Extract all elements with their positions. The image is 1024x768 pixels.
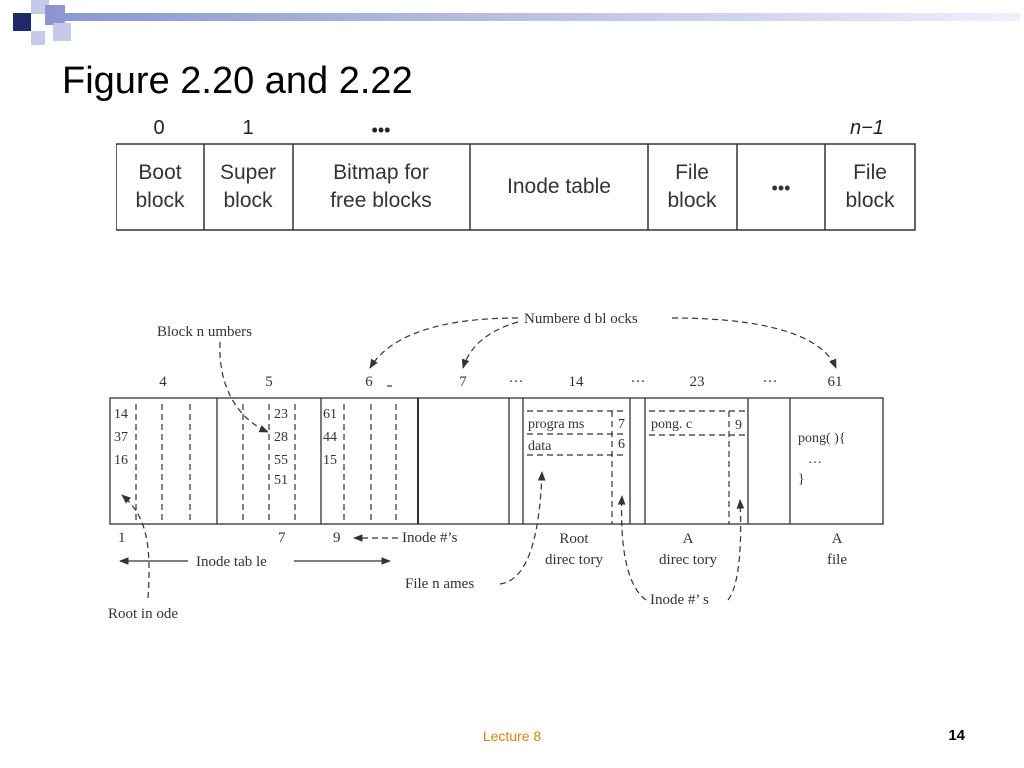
caption-a-dir-line1: A [683, 531, 694, 547]
root-dir-entry-inode: 7 [618, 417, 625, 432]
slide-title: Figure 2.20 and 2.22 [62, 60, 413, 102]
inode-value: 61 [323, 407, 337, 422]
arrow-numbered-to-6 [369, 317, 519, 369]
top-ellipsis: … [509, 370, 524, 386]
inode-value: 23 [274, 407, 288, 422]
index-n-minus-1: n−1 [850, 117, 884, 139]
cell-bitmap-line2: free blocks [330, 189, 432, 212]
top-ellipsis: … [631, 370, 646, 386]
cell-file-block-1-line2: block [667, 189, 717, 212]
root-dir-entry-name: data [528, 439, 552, 454]
top-number-14: 14 [569, 374, 585, 390]
cell-file-block-2-line1: File [853, 161, 887, 184]
inode-value: 51 [274, 473, 288, 488]
index-dots: ••• [372, 120, 391, 140]
caption-a-file-line2: file [827, 552, 847, 568]
root-inode-label: Root in ode [108, 606, 178, 622]
inode-value: 55 [274, 453, 288, 468]
arrow-file-names [499, 471, 546, 585]
bottom-number-1: 1 [118, 530, 126, 546]
numbered-blocks-label: Numbere d bl ocks [524, 311, 638, 327]
inode-value: 28 [274, 430, 288, 445]
file-names-label: File n ames [405, 576, 474, 592]
cell-file-block-2-line2: block [845, 189, 895, 212]
cell-file-block-1-line1: File [675, 161, 709, 184]
top-number-4: 4 [159, 374, 167, 390]
decor-square-light-2 [31, 31, 45, 45]
arrow-numbered-to-7 [461, 321, 519, 369]
caption-a-file-line1: A [832, 531, 843, 547]
caption-root-line1: Root [559, 531, 589, 547]
disk-layout-outline [116, 143, 916, 231]
inode-hash-label-2: Inode #’ s [650, 592, 709, 608]
top-number-7: 7 [459, 374, 467, 390]
arrow-numbered-to-61 [671, 317, 837, 369]
page-number: 14 [948, 727, 965, 744]
inode-value: 44 [323, 430, 337, 445]
decor-square-light-3 [53, 23, 71, 41]
a-dir-entry-inode: 9 [735, 418, 742, 433]
index-1: 1 [242, 117, 253, 139]
top-ellipsis: … [763, 370, 778, 386]
file-content-line: … [808, 452, 822, 467]
arrow-inode-hash-to-9 [727, 499, 745, 601]
cell-inode-table: Inode table [507, 175, 611, 198]
a-dir-entry-name: pong. c [651, 417, 692, 432]
arrow-block-numbers [219, 341, 269, 433]
arrow-root-inode [121, 494, 150, 599]
disk-block-strip [109, 397, 884, 525]
file-content-line: pong( ){ [798, 431, 846, 446]
cell-super-line2: block [223, 189, 273, 212]
top-number-5: 5 [265, 374, 273, 390]
disk-layout-figure: 0 1 ••• n−1 Boot block Super block Bitma… [116, 117, 916, 231]
inode-table-label: Inode tab le [196, 554, 267, 570]
bottom-number-7: 7 [278, 530, 286, 546]
cell-dots: ••• [772, 178, 791, 198]
root-dir-entry-inode: 6 [618, 437, 625, 452]
index-0: 0 [153, 117, 164, 139]
top-number-6: 6 [365, 374, 373, 390]
cell-super-line1: Super [220, 161, 276, 184]
footer-lecture-label: Lecture 8 [482, 728, 542, 744]
caption-a-dir-line2: direc tory [659, 552, 717, 568]
cell-boot-line2: block [135, 189, 185, 212]
top-number-23: 23 [690, 374, 705, 390]
inode-value: 37 [114, 430, 128, 445]
top-number-61: 61 [828, 374, 843, 390]
root-dir-entry-name: progra ms [528, 417, 584, 432]
inode-hash-label: Inode #’s [402, 530, 458, 546]
arrow-inode-hash-to-7 [617, 495, 647, 601]
cell-boot-line1: Boot [138, 161, 181, 184]
title-rule-gradient [45, 13, 1020, 21]
file-system-example-figure: Block n umbers Numbere d bl ocks 4 5 6 7… [108, 311, 884, 622]
inode-value: 16 [114, 453, 128, 468]
decor-square-navy-1 [13, 13, 31, 31]
caption-root-line2: direc tory [545, 552, 603, 568]
decor-square-light-1 [31, 0, 49, 14]
inode-value: 15 [323, 453, 337, 468]
file-content-line: } [798, 472, 805, 487]
bottom-number-9: 9 [333, 530, 341, 546]
block-numbers-label: Block n umbers [157, 324, 252, 340]
cell-bitmap-line1: Bitmap for [333, 161, 429, 184]
inode-value: 14 [114, 407, 128, 422]
